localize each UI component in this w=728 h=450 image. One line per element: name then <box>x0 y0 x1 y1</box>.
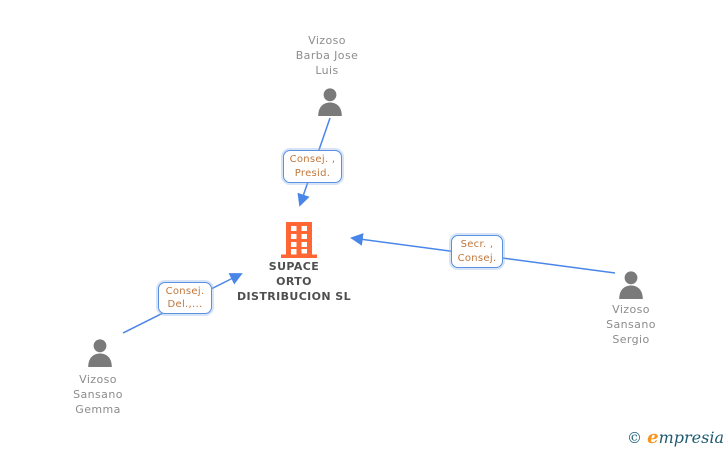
person-icon[interactable] <box>316 88 344 116</box>
person-name-right[interactable]: Vizoso Sansano Sergio <box>566 302 696 347</box>
person-name-left[interactable]: Vizoso Sansano Gemma <box>33 372 163 417</box>
company-name-line: DISTRIBUCION SL <box>236 290 351 303</box>
relation-label-line: Del.,... <box>167 299 203 310</box>
person-name-line: Vizoso <box>612 303 650 316</box>
company-name-line: SUPACE <box>268 260 320 273</box>
building-icon[interactable] <box>281 222 317 258</box>
company-name-line: ORTO <box>276 275 312 288</box>
person-name-line: Sergio <box>612 333 650 346</box>
company-name[interactable]: SUPACE ORTO DISTRIBUCION SL <box>214 259 374 304</box>
relation-label-top[interactable]: Consej. , Presid. <box>283 150 342 183</box>
person-name-line: Vizoso <box>308 34 346 47</box>
relation-label-line: Secr. , <box>460 239 494 250</box>
logo-text: mpresia <box>658 428 724 447</box>
logo-initial: e <box>647 427 659 448</box>
copyright-icon: © <box>627 429 643 447</box>
person-name-line: Vizoso <box>79 373 117 386</box>
empresia-logo[interactable]: © empresia <box>627 427 724 449</box>
person-name-line: Barba Jose <box>295 49 359 62</box>
person-name-line: Gemma <box>75 403 121 416</box>
person-name-line: Sansano <box>73 388 123 401</box>
person-name-line: Sansano <box>606 318 656 331</box>
relation-label-right[interactable]: Secr. , Consej. <box>451 235 503 268</box>
person-icon[interactable] <box>617 271 645 299</box>
relation-label-line: Consej. <box>165 285 205 297</box>
relation-label-left[interactable]: Consej. Del.,... <box>158 282 212 314</box>
person-name-top[interactable]: Vizoso Barba Jose Luis <box>262 33 392 78</box>
relation-label-line: Consej. <box>457 252 497 264</box>
relation-label-line: Presid. <box>294 167 331 179</box>
relation-label-line: Consej. , <box>289 154 336 165</box>
person-icon[interactable] <box>86 339 114 367</box>
person-name-line: Luis <box>315 64 339 77</box>
